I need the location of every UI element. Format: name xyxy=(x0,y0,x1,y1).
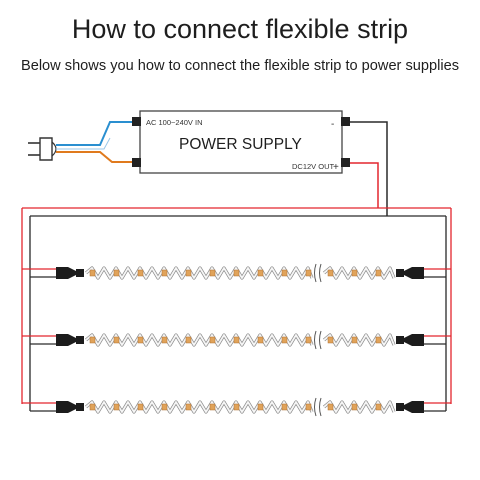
dc-positive-lead xyxy=(350,162,379,208)
led-chip xyxy=(257,403,264,411)
led-strip xyxy=(22,263,451,283)
led-chip xyxy=(209,403,216,411)
led-chip xyxy=(327,269,334,277)
led-chip xyxy=(113,336,120,344)
led-chip xyxy=(233,336,240,344)
led-chip xyxy=(305,403,312,411)
led-chip xyxy=(89,403,96,411)
led-chip xyxy=(209,336,216,344)
led-chip xyxy=(161,336,168,344)
led-chip xyxy=(351,403,358,411)
page-title: How to connect flexible strip xyxy=(71,14,409,44)
led-chip xyxy=(327,403,334,411)
power-supply-box: AC 100~240V IN POWER SUPPLY DC12V OUT - … xyxy=(132,110,350,174)
strip-right-connector xyxy=(404,267,424,279)
led-chip xyxy=(281,336,288,344)
psu-minus-symbol: - xyxy=(331,119,334,130)
led-chip xyxy=(137,269,144,277)
led-strip xyxy=(22,397,451,417)
led-chip xyxy=(233,403,240,411)
led-chip xyxy=(327,336,334,344)
led-chip xyxy=(233,269,240,277)
strip-left-connector xyxy=(56,401,76,413)
led-chip xyxy=(137,403,144,411)
led-chip xyxy=(375,403,382,411)
strip-cut-mark xyxy=(314,397,317,417)
led-chip xyxy=(113,403,120,411)
led-chip xyxy=(351,336,358,344)
psu-name: POWER SUPPLY xyxy=(179,136,302,153)
led-chip xyxy=(137,336,144,344)
led-chip xyxy=(161,403,168,411)
strip-right-connector xyxy=(404,401,424,413)
led-chip xyxy=(375,336,382,344)
led-chip xyxy=(161,269,168,277)
dc-negative-lead xyxy=(350,121,388,216)
strip-cut-mark xyxy=(314,263,317,283)
strip-cut-mark xyxy=(319,330,322,350)
ac-plug xyxy=(28,137,57,161)
page-subtitle: Below shows you how to connect the flexi… xyxy=(20,58,460,74)
led-chip xyxy=(89,336,96,344)
led-chip xyxy=(281,269,288,277)
led-chip xyxy=(185,336,192,344)
led-chip xyxy=(113,269,120,277)
strip-left-connector xyxy=(56,334,76,346)
led-chip xyxy=(257,336,264,344)
strip-cut-mark xyxy=(319,263,322,283)
led-chip xyxy=(305,269,312,277)
psu-output-label: DC12V OUT xyxy=(292,162,335,171)
ac-live-wire xyxy=(56,121,133,146)
ac-neutral-wire xyxy=(56,151,133,163)
strip-cut-mark xyxy=(319,397,322,417)
psu-input-label: AC 100~240V IN xyxy=(146,118,203,127)
led-chip xyxy=(375,269,382,277)
led-chip xyxy=(89,269,96,277)
strip-cut-mark xyxy=(314,330,317,350)
led-chip xyxy=(209,269,216,277)
strip-left-connector xyxy=(56,267,76,279)
strip-right-connector xyxy=(404,334,424,346)
led-chip xyxy=(185,269,192,277)
led-chip xyxy=(281,403,288,411)
led-chip xyxy=(257,269,264,277)
psu-plus-symbol: + xyxy=(333,162,339,173)
led-chip xyxy=(185,403,192,411)
led-strip xyxy=(22,330,451,350)
led-chip xyxy=(305,336,312,344)
led-chip xyxy=(351,269,358,277)
